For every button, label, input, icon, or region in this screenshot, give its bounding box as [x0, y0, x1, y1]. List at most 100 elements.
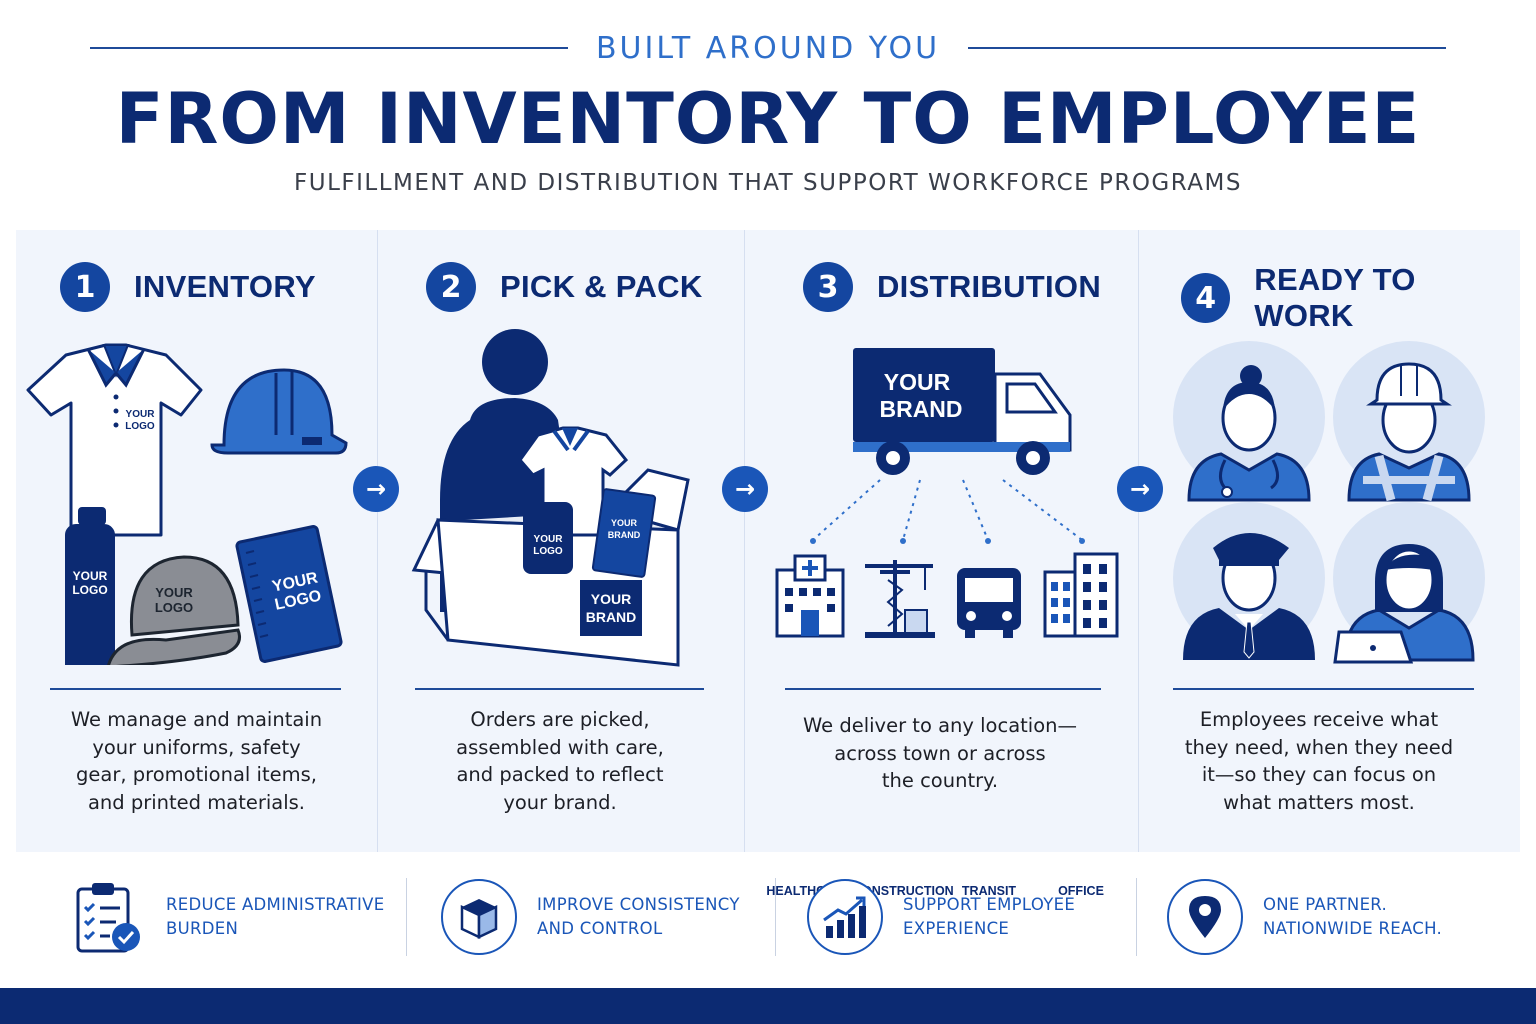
page-title: FROM INVENTORY TO EMPLOYEE	[115, 78, 1421, 160]
benefit-label: REDUCE ADMINISTRATIVE BURDEN	[166, 893, 384, 941]
desc-line: your uniforms, safety	[92, 735, 301, 759]
office-worker-icon	[1333, 502, 1485, 664]
eyebrow-row: BUILT AROUND YOU	[90, 28, 1447, 68]
sector-label-transit: TRANSIT	[961, 884, 1017, 898]
column-divider	[377, 230, 378, 852]
checklist-icon	[76, 883, 140, 953]
box-icon: YOUR LOGO YOUR BRAND YOUR BRAND	[411, 426, 690, 667]
step-header: 3 DISTRIBUTION	[803, 262, 1101, 312]
desc-line: We deliver to any location—	[803, 714, 1077, 737]
desc-line: what matters most.	[1223, 790, 1415, 814]
polo-shirt-icon: YOUR LOGO	[26, 343, 203, 537]
benefit-consistency: IMPROVE CONSISTENCY AND CONTROL	[441, 876, 740, 958]
step-rule	[785, 688, 1101, 690]
benefit-reduce-burden: REDUCE ADMINISTRATIVE BURDEN	[72, 876, 384, 958]
step-rule	[50, 688, 341, 690]
desc-line: assembled with care,	[456, 735, 664, 759]
distribution-illustration: YOUR BRAND	[775, 348, 1119, 638]
logo-text: YOUR	[155, 585, 193, 600]
desc-line: it—so they can focus on	[1201, 763, 1437, 786]
inventory-illustration: YOUR LOGO YOUR LOGO YOUR LOGO	[26, 343, 348, 665]
step-number: 4	[1181, 273, 1231, 323]
cap-icon: YOUR LOGO	[107, 555, 241, 665]
step-title: READY TO WORK	[1254, 262, 1416, 333]
benefit-nationwide: ONE PARTNER. NATIONWIDE REACH.	[1167, 876, 1442, 958]
brand-text: YOUR	[884, 369, 951, 395]
logo-text: LOGO	[155, 600, 193, 615]
desc-line: Orders are picked,	[470, 708, 650, 731]
nurse-icon	[1173, 341, 1325, 502]
truck-icon: YOUR BRAND	[853, 348, 1072, 475]
logo-text: YOUR	[73, 569, 108, 583]
hard-hat-icon	[210, 368, 348, 455]
page-subtitle: FULFILLMENT AND DISTRIBUTION THAT SUPPOR…	[294, 170, 1242, 196]
benefit-label: ONE PARTNER. NATIONWIDE REACH.	[1263, 893, 1442, 941]
step-title: INVENTORY	[134, 269, 316, 304]
step-distribution: 3 DISTRIBUTION YOUR BRAND	[745, 230, 1138, 898]
sector-label-office: OFFICE	[1058, 884, 1104, 898]
desc-line: and packed to reflect	[456, 763, 664, 786]
desc-line: We manage and maintain	[70, 708, 323, 731]
notebook-icon: YOUR LOGO	[235, 525, 343, 663]
benefit-label: SUPPORT EMPLOYEE EXPERIENCE	[903, 893, 1075, 941]
step-description: We manage and maintain your uniforms, sa…	[26, 706, 367, 816]
benefit-label-line: REDUCE ADMINISTRATIVE	[166, 895, 385, 914]
step-pick-pack: 2 PICK & PACK YOUR LOGO YOUR BRAND	[378, 230, 744, 852]
step-number: 1	[60, 262, 110, 312]
step-title: PICK & PACK	[500, 269, 703, 304]
footer-bar	[0, 988, 1536, 1024]
brand-text: BRAND	[879, 396, 962, 422]
construction-worker-icon	[1333, 341, 1485, 502]
step-rule	[1173, 688, 1474, 690]
brand-text: YOUR	[591, 591, 631, 607]
desc-line: across town or across	[834, 741, 1046, 765]
benefit-label-line: BURDEN	[166, 919, 239, 938]
benefit-label: IMPROVE CONSISTENCY AND CONTROL	[537, 893, 740, 941]
workers-illustration	[1173, 341, 1485, 664]
desc-line: and printed materials.	[87, 790, 306, 814]
benefit-label-line: NATIONWIDE REACH.	[1263, 919, 1443, 938]
desc-line: the country.	[881, 769, 999, 792]
sector-label-construction: CONSTRUCTION	[853, 884, 954, 898]
eyebrow-line-right	[968, 47, 1447, 49]
column-divider	[1138, 230, 1139, 852]
benefit-label-line: IMPROVE CONSISTENCY	[537, 895, 740, 914]
column-divider	[744, 230, 745, 852]
step-header: 4 READY TO WORK	[1181, 262, 1520, 334]
step-header: 1 INVENTORY	[60, 262, 316, 312]
benefit-label-line: SUPPORT EMPLOYEE	[903, 895, 1076, 914]
step-description: We deliver to any location— across town …	[765, 712, 1115, 795]
step-number: 3	[803, 262, 853, 312]
brand-text: BRAND	[608, 530, 641, 540]
crane-icon	[865, 560, 935, 638]
logo-text: YOUR	[126, 409, 156, 420]
desc-line: gear, promotional items,	[76, 763, 317, 786]
arrow-right-icon: →	[722, 466, 768, 512]
logo-text: LOGO	[533, 546, 563, 557]
logo-text: YOUR	[611, 518, 638, 528]
arrow-right-icon: →	[353, 466, 399, 512]
location-pin-icon	[1167, 879, 1243, 955]
desc-line: your brand.	[503, 790, 617, 814]
benefit-label-line: ONE PARTNER.	[1263, 895, 1388, 914]
box-icon	[441, 879, 517, 955]
benefit-label-line: EXPERIENCE	[903, 919, 1010, 938]
step-description: Orders are picked, assembled with care, …	[390, 706, 730, 816]
benefit-label-line: AND CONTROL	[537, 919, 663, 938]
pick-pack-illustration: YOUR LOGO YOUR BRAND YOUR BRAND	[411, 329, 690, 667]
logo-text: LOGO	[125, 421, 155, 432]
step-rule	[415, 688, 704, 690]
step-header: 2 PICK & PACK	[426, 262, 703, 312]
pilot-icon	[1173, 502, 1325, 660]
desc-line: they need, when they need	[1184, 735, 1454, 759]
water-bottle-icon: YOUR LOGO	[65, 507, 115, 665]
benefit-divider	[1136, 878, 1137, 956]
benefit-divider	[775, 878, 776, 956]
eyebrow-line-left	[90, 47, 568, 49]
bus-icon	[957, 568, 1021, 638]
growth-chart-icon	[807, 879, 883, 955]
logo-text: YOUR	[534, 534, 564, 545]
arrow-right-icon: →	[1117, 466, 1163, 512]
eyebrow-text: BUILT AROUND YOU	[595, 30, 941, 66]
step-title: DISTRIBUTION	[877, 269, 1102, 304]
